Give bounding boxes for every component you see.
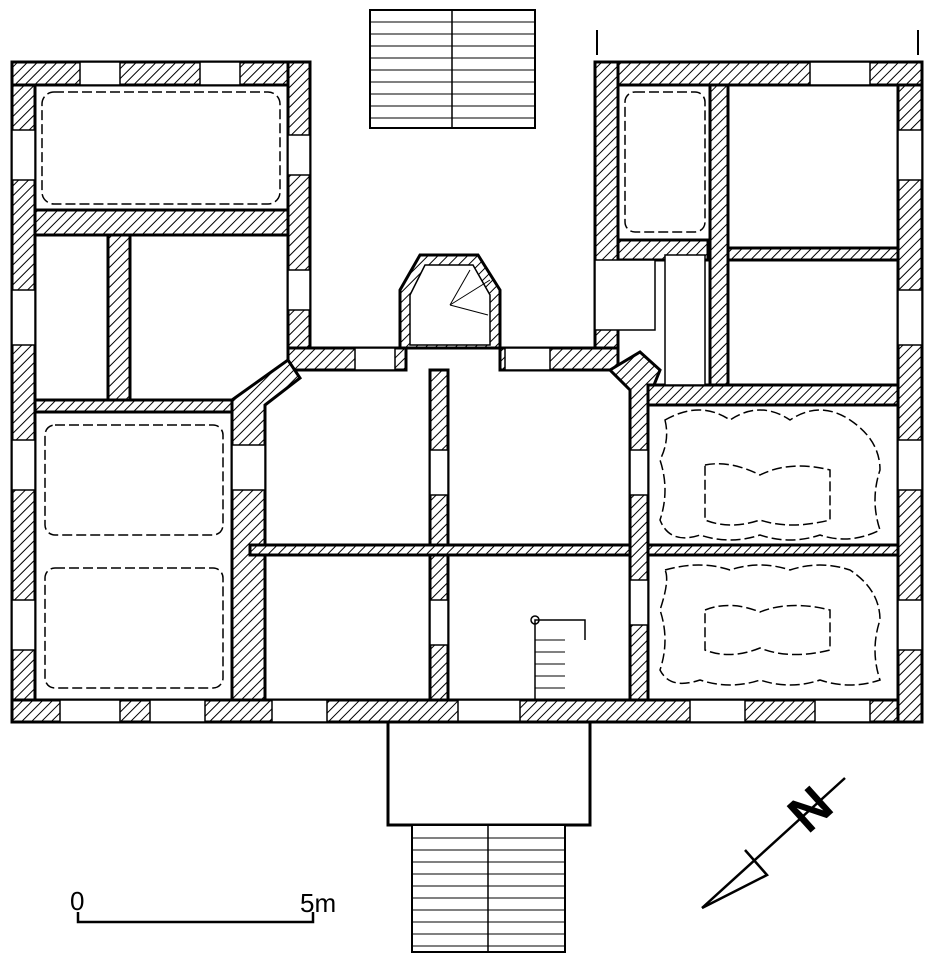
- front-porch: [386, 720, 592, 953]
- inner-stair: [530, 615, 586, 700]
- walls: [10, 60, 924, 724]
- scale-bar: 0 5m: [70, 886, 336, 924]
- scale-end-label: 5m: [300, 888, 336, 918]
- north-letter: N: [777, 776, 844, 844]
- scale-start-label: 0: [70, 886, 84, 916]
- stair-tower-interior: [409, 264, 491, 346]
- north-arrow-icon: N: [701, 776, 846, 910]
- ceiling-outlines: [41, 91, 881, 689]
- rear-stairs: [369, 9, 536, 129]
- openings: [11, 61, 923, 723]
